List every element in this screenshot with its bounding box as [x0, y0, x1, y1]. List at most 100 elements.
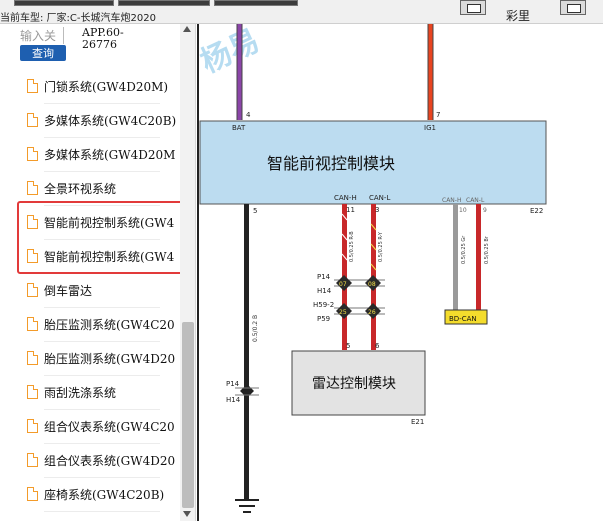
scrollbar-thumb[interactable]	[182, 322, 194, 508]
list-item-cluster-gw4c20[interactable]: 组合仪表系统(GW4C20	[0, 410, 180, 444]
list-item-door-lock-gw4d20m[interactable]: 门锁系统(GW4D20M)	[0, 70, 180, 104]
canh-pin-label: CAN-H	[334, 194, 357, 202]
list-item-label: 倒车雷达	[44, 284, 93, 298]
gnd-connector-p14: P14	[226, 380, 240, 388]
list-item-label: 组合仪表系统(GW4C20	[44, 420, 175, 434]
query-button[interactable]: 查询	[20, 45, 66, 61]
front-view-control-module	[199, 120, 547, 205]
radar-canh-pin-number: 5	[346, 342, 350, 350]
list-item-cluster-gw4d20[interactable]: 组合仪表系统(GW4D20	[0, 444, 180, 478]
ig1-pin-number: 7	[436, 111, 440, 119]
list-item-multimedia-gw4c20b[interactable]: 多媒体系统(GW4C20B)	[0, 104, 180, 138]
list-item-wiper-washer[interactable]: 雨刮洗涤系统	[0, 376, 180, 410]
selection-highlight	[17, 201, 195, 274]
document-list: 门锁系统(GW4D20M) 多媒体系统(GW4C20B) 多媒体系统(GW4D2…	[0, 70, 180, 512]
list-item-label: 胎压监测系统(GW4D20	[44, 352, 176, 366]
list-item-label: 全景环视系统	[44, 182, 117, 196]
toolbar-button-3[interactable]	[214, 0, 298, 6]
bd-can-box	[444, 309, 488, 325]
document-code-line-1: APP.60-	[82, 26, 124, 39]
canl-pin-number: 3	[375, 206, 379, 214]
list-item-label: 座椅系统(GW4C20B)	[44, 488, 165, 502]
module-main-title: 智能前视控制模块	[267, 154, 395, 173]
connector-26	[365, 303, 381, 319]
list-item-tpms-gw4c20[interactable]: 胎压监测系统(GW4C20	[0, 308, 180, 342]
document-code-line-2: 26776	[82, 38, 117, 51]
list-item-seat-gw4c20b[interactable]: 座椅系统(GW4C20B)	[0, 478, 180, 512]
ig1-pin-label: IG1	[424, 124, 436, 132]
list-item-label: 门锁系统(GW4D20M)	[44, 80, 169, 94]
bd-can-h-wire	[453, 204, 458, 310]
bat-pin-label: BAT	[232, 124, 246, 132]
module-radar-code: E21	[411, 418, 424, 426]
list-item-label: 组合仪表系统(GW4D20	[44, 454, 176, 468]
list-item-label: 多媒体系统(GW4D20M	[44, 148, 176, 162]
canl-wire-label: 0.5/0.25 R-Y	[378, 231, 384, 262]
bd-l-wire-label: 0.5/0.25 Br	[484, 235, 490, 264]
file-icon	[27, 385, 38, 399]
file-icon	[27, 249, 38, 263]
list-item-front-view-control-1[interactable]: 智能前视控制系统(GW4	[0, 206, 180, 240]
connector-08-label: 08	[368, 281, 376, 288]
canl-pin-label: CAN-L	[369, 194, 390, 202]
file-icon	[27, 317, 38, 331]
list-item-reverse-radar[interactable]: 倒车雷达	[0, 274, 180, 308]
list-item-label: 多媒体系统(GW4C20B)	[44, 114, 177, 128]
gnd-pin-number: 5	[253, 207, 257, 215]
wiring-diagram-svg: 杨易 4 7 BAT IG1 智能前视控制模块 E22 CAN-H CAN-L …	[199, 24, 547, 513]
file-icon	[27, 113, 38, 127]
vehicle-label: 当前车型: 厂家:C-长城汽车炮2020	[0, 13, 156, 24]
list-item-multimedia-gw4d20m[interactable]: 多媒体系统(GW4D20M	[0, 138, 180, 172]
bd-canh-pin-number: 10	[459, 207, 467, 214]
connector-26-label: 26	[368, 309, 376, 316]
bd-h-wire-label: 0.5/0.25 Gr	[461, 235, 467, 264]
connector-h59-label: H59-2	[313, 301, 334, 309]
connector-p14-label: P14	[317, 273, 331, 281]
gnd-connector-h14: H14	[226, 396, 241, 404]
toolbar-label: 彩里	[506, 9, 531, 23]
file-icon	[27, 79, 38, 93]
bd-canl-pin-number: 9	[483, 207, 487, 214]
list-item-panoramic-view[interactable]: 全景环视系统	[0, 172, 180, 206]
file-icon	[27, 351, 38, 365]
connector-25-label: 25	[339, 309, 347, 316]
bat-pin-number: 4	[246, 111, 251, 119]
scroll-down-arrow-icon[interactable]	[183, 511, 191, 517]
list-item-tpms-gw4d20[interactable]: 胎压监测系统(GW4D20	[0, 342, 180, 376]
bd-canl-pin-label: CAN-L	[466, 197, 485, 204]
file-icon	[27, 215, 38, 229]
file-icon	[27, 453, 38, 467]
canh-wire-label: 0.5/0.25 R-B	[349, 231, 355, 262]
connector-08	[365, 275, 381, 291]
bat-wire	[237, 24, 242, 120]
bd-canh-pin-label: CAN-H	[442, 197, 461, 204]
file-icon	[27, 487, 38, 501]
bd-can-l-wire	[476, 204, 481, 310]
file-icon	[27, 283, 38, 297]
document-code: APP.60- 26776	[82, 27, 124, 51]
vertical-scrollbar[interactable]	[180, 24, 195, 521]
file-icon	[27, 147, 38, 161]
bd-can-label: BD-CAN	[449, 315, 477, 323]
watermark-text: 杨易	[199, 24, 265, 80]
window-icon-2[interactable]	[560, 0, 586, 15]
connector-h14-label: H14	[317, 287, 332, 295]
file-icon	[27, 181, 38, 195]
window-icon-1[interactable]	[460, 0, 486, 15]
toolbar-button-1[interactable]	[14, 0, 114, 6]
radar-canl-pin-number: 6	[375, 342, 380, 350]
module-main-code: E22	[530, 207, 543, 215]
scroll-up-arrow-icon[interactable]	[183, 26, 191, 32]
connector-p59-label: P59	[317, 315, 330, 323]
toolbar-button-2[interactable]	[118, 0, 210, 6]
search-input[interactable]	[20, 27, 64, 44]
list-item-label: 智能前视控制系统(GW4	[44, 250, 175, 264]
connector-07	[336, 275, 352, 291]
radar-control-module	[291, 350, 426, 416]
module-radar-title: 雷达控制模块	[312, 376, 396, 392]
list-item-label: 胎压监测系统(GW4C20	[44, 318, 175, 332]
connector-25	[336, 303, 352, 319]
canh-pin-number: 11	[346, 206, 355, 214]
list-item-label: 雨刮洗涤系统	[44, 386, 117, 400]
wiring-diagram: 杨易 4 7 BAT IG1 智能前视控制模块 E22 CAN-H CAN-L …	[197, 24, 603, 521]
